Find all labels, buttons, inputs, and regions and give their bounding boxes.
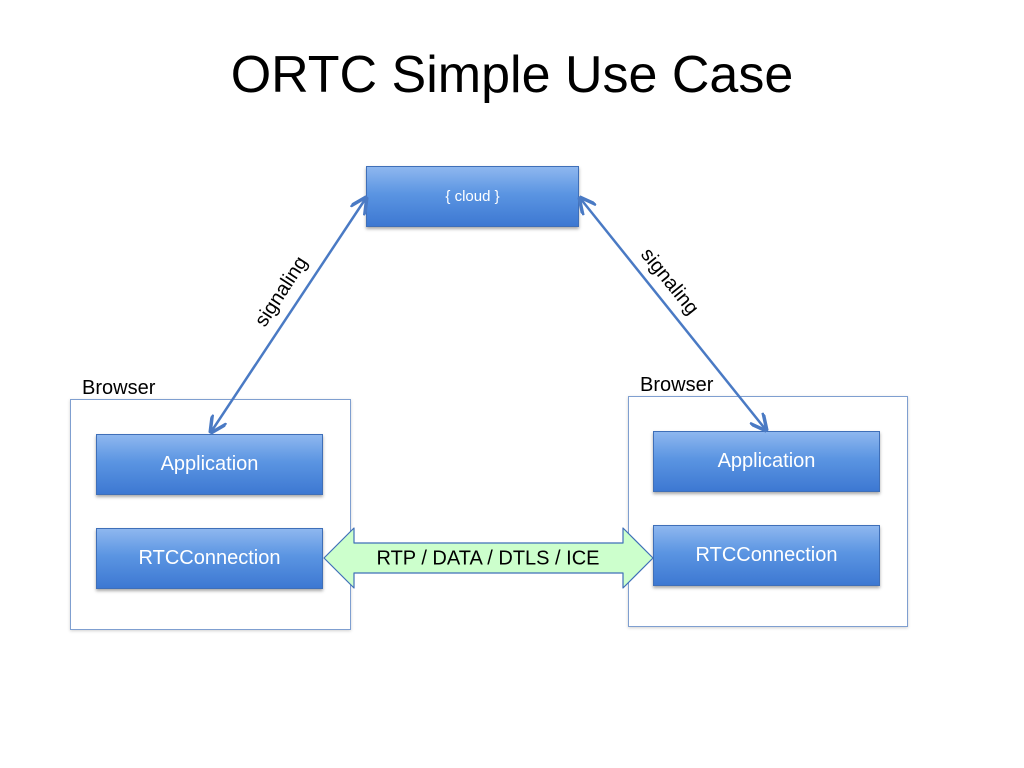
left-browser-label: Browser — [82, 377, 156, 399]
slide-title: ORTC Simple Use Case — [230, 46, 794, 104]
right-rtcconnection-box: RTCConnection — [653, 525, 880, 586]
media-link-arrow — [323, 527, 654, 589]
right-application-label: Application — [717, 450, 816, 472]
left-application-box: Application — [96, 434, 323, 495]
left-rtcconnection-label: RTCConnection — [138, 547, 281, 569]
signaling-right-arrow — [580, 198, 766, 430]
signaling-left-arrow — [211, 198, 366, 432]
right-rtcconnection-label: RTCConnection — [695, 544, 838, 566]
left-application-label: Application — [160, 453, 259, 475]
cloud-box: { cloud } — [366, 166, 579, 227]
cloud-label: { cloud } — [445, 188, 500, 205]
left-rtcconnection-box: RTCConnection — [96, 528, 323, 589]
media-link-label: RTP / DATA / DTLS / ICE — [376, 547, 599, 569]
